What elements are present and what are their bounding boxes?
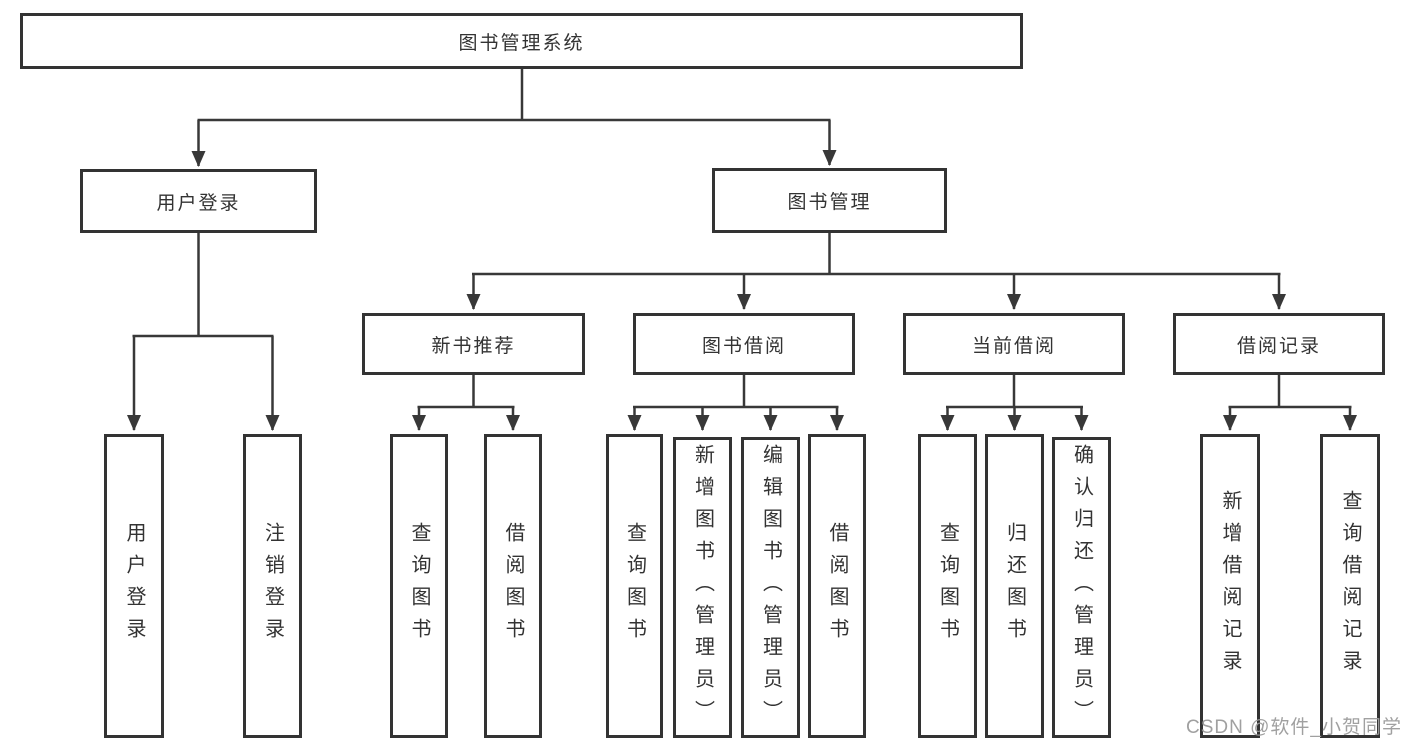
leaf-confirm-return-admin: 确认归还（管理员）: [1052, 437, 1111, 738]
node-book-mgmt-branch-label: 图书管理: [787, 192, 872, 213]
leaf-borrow-query-books: 查询图书: [606, 434, 663, 738]
leaf-rec-borrow-books: 借阅图书: [484, 434, 542, 738]
leaf-edit-books-admin-label: 编辑图书（管理员）: [759, 443, 782, 732]
leaf-add-borrow-record-label: 新增借阅记录: [1219, 490, 1241, 682]
node-root-label: 图书管理系统: [458, 32, 585, 54]
leaf-add-books-admin: 新增图书（管理员）: [673, 437, 732, 738]
node-book-mgmt-branch: 图书管理: [712, 168, 947, 233]
node-user-login-branch: 用户登录: [80, 169, 317, 233]
node-current-borrow-label: 当前借阅: [971, 335, 1056, 357]
node-new-book-rec-label: 新书推荐: [431, 335, 516, 357]
node-book-borrow: 图书借阅: [633, 313, 855, 375]
leaf-borrow-books: 借阅图书: [808, 434, 866, 738]
leaf-confirm-return-admin-label: 确认归还（管理员）: [1070, 443, 1093, 732]
leaf-query-borrow-record-label: 查询借阅记录: [1339, 490, 1361, 682]
node-new-book-rec: 新书推荐: [362, 313, 585, 375]
leaf-query-borrow-record: 查询借阅记录: [1320, 434, 1380, 738]
leaf-return-books-label: 归还图书: [1003, 522, 1026, 650]
leaf-add-books-admin-label: 新增图书（管理员）: [691, 443, 714, 732]
watermark: CSDN @软件_小贺同学: [1186, 717, 1402, 738]
leaf-borrow-books-label: 借阅图书: [826, 522, 848, 650]
leaf-logout-label: 注销登录: [261, 522, 284, 650]
leaf-add-borrow-record: 新增借阅记录: [1200, 434, 1260, 738]
leaf-logout: 注销登录: [243, 434, 302, 738]
leaf-rec-borrow-books-label: 借阅图书: [502, 522, 524, 650]
node-book-borrow-label: 图书借阅: [701, 335, 786, 357]
leaf-borrow-query-books-label: 查询图书: [623, 522, 646, 650]
leaf-return-books: 归还图书: [985, 434, 1044, 738]
leaf-edit-books-admin: 编辑图书（管理员）: [741, 437, 800, 738]
node-current-borrow: 当前借阅: [903, 313, 1125, 375]
leaf-rec-query-books: 查询图书: [390, 434, 448, 738]
node-root: 图书管理系统: [20, 13, 1023, 69]
leaf-user-login: 用户登录: [104, 434, 164, 738]
node-borrow-records-label: 借阅记录: [1236, 335, 1321, 357]
leaf-rec-query-books-label: 查询图书: [408, 522, 430, 650]
leaf-current-query-books-label: 查询图书: [936, 522, 959, 650]
leaf-current-query-books: 查询图书: [918, 434, 977, 738]
node-user-login-branch-label: 用户登录: [156, 192, 241, 214]
leaf-user-login-label: 用户登录: [123, 522, 145, 650]
node-borrow-records: 借阅记录: [1173, 313, 1385, 375]
